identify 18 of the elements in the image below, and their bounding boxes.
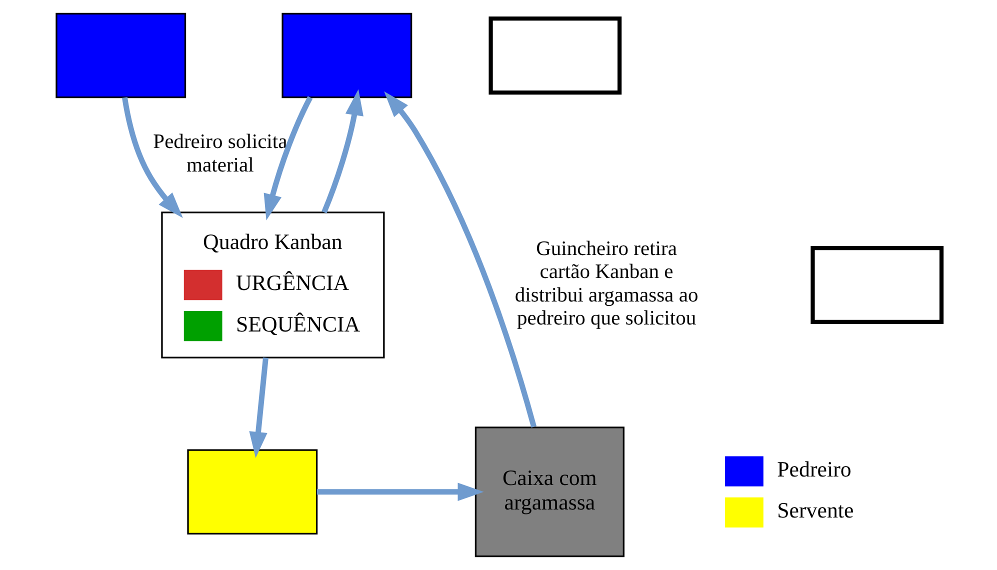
arrow — [384, 91, 536, 428]
node-box: Caixa com argamassa — [474, 426, 624, 558]
node-box — [186, 449, 318, 534]
arrow — [263, 96, 312, 220]
arrow — [316, 482, 484, 502]
arrow — [121, 97, 182, 218]
node-box — [488, 16, 622, 95]
legend-label: Servente — [776, 498, 854, 523]
edge-label: Guincheiro retira cartão Kanban e distribui argamassa ao pedreiro que solicitou — [514, 238, 698, 330]
legend-label: SEQUÊNCIA — [235, 311, 360, 336]
arrow — [248, 358, 268, 458]
node-box — [55, 12, 186, 98]
node-box — [281, 12, 412, 98]
node-box — [810, 246, 944, 324]
legend-label: URGÊNCIA — [235, 270, 349, 296]
edge-label: Pedreiro solicita material — [152, 130, 287, 176]
arrow — [321, 89, 363, 214]
legend-label: Pedreiro — [776, 456, 851, 482]
